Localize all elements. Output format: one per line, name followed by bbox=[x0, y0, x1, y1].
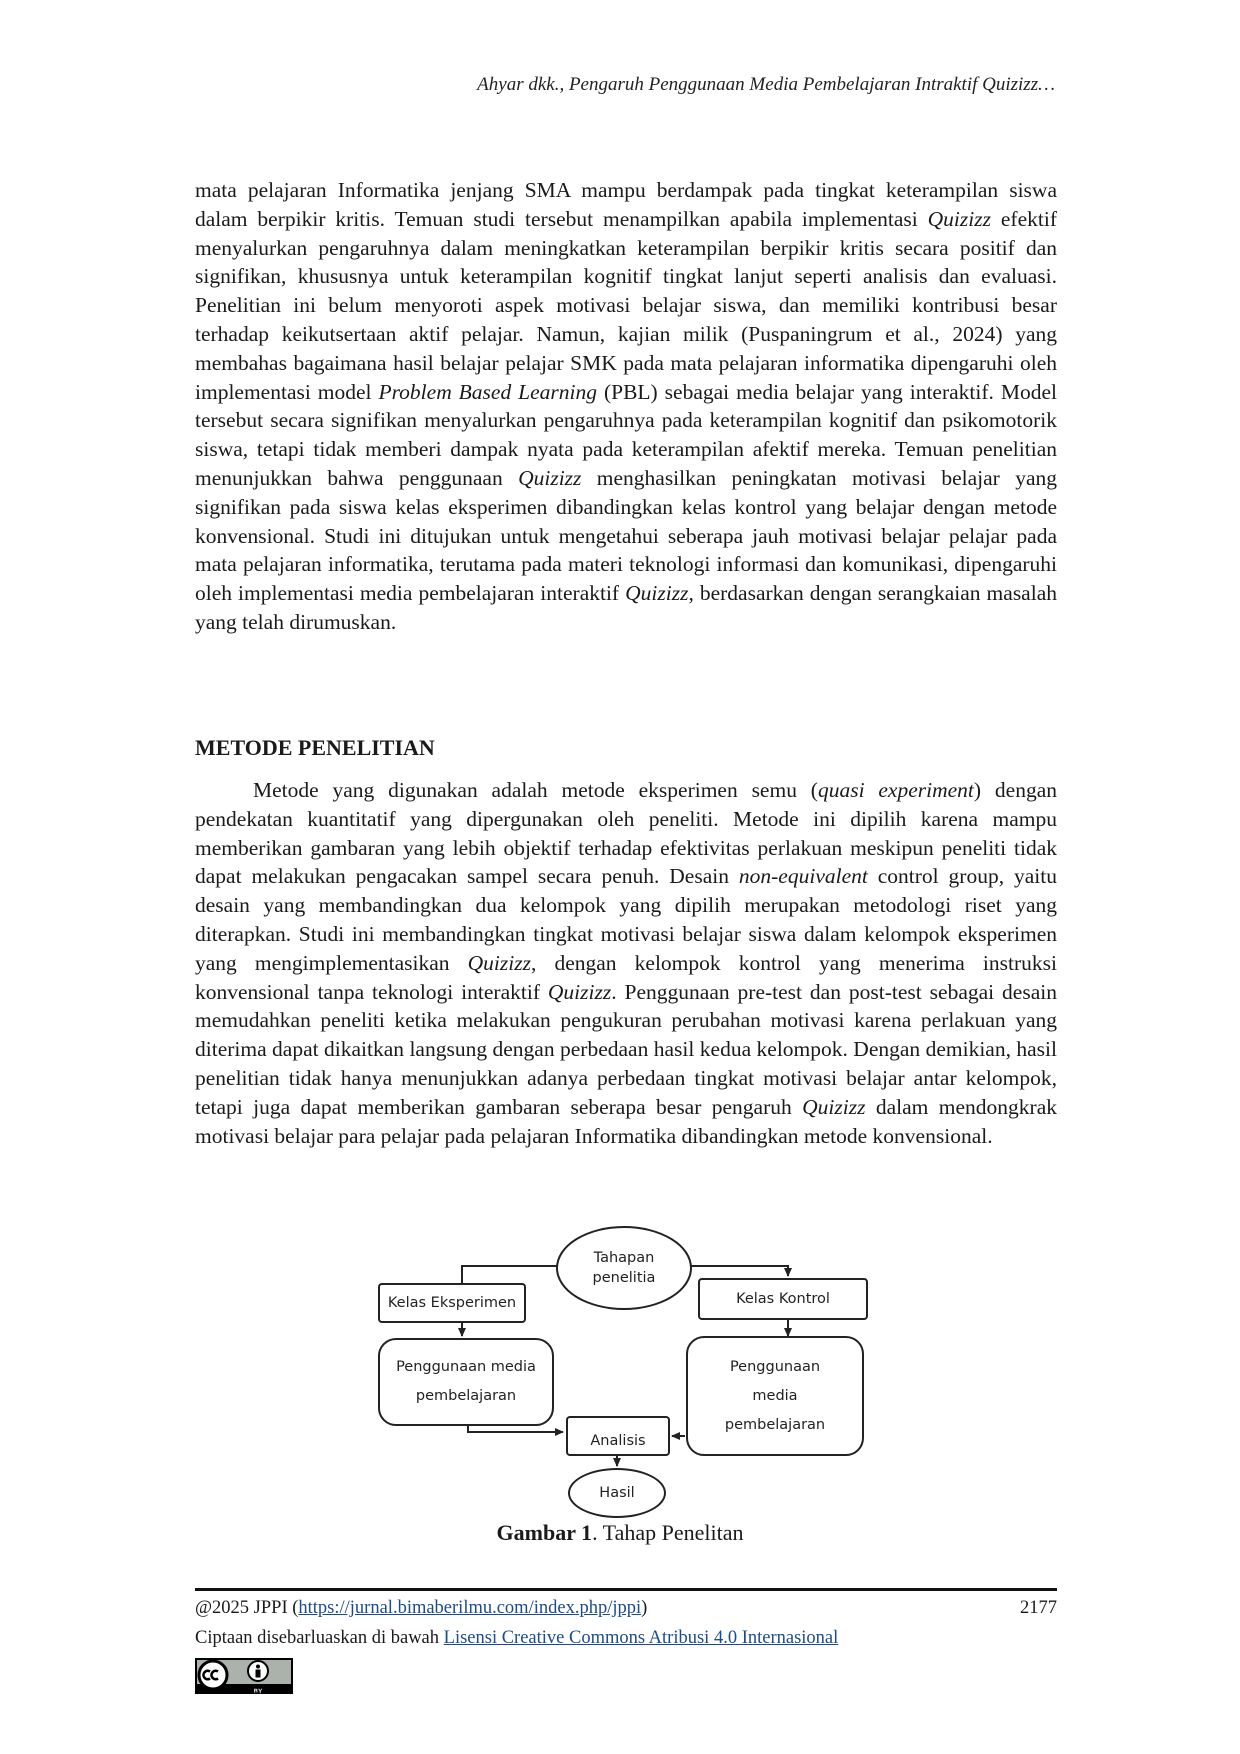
italic-term: non-equivalent bbox=[738, 864, 868, 889]
footer-license: Ciptaan disebarluaskan di bawah Lisensi … bbox=[195, 1628, 838, 1649]
italic-term: Quizizz bbox=[802, 1094, 866, 1119]
italic-term: Quizizz bbox=[518, 465, 582, 490]
copyright-prefix: @2025 JPPI ( bbox=[195, 1598, 299, 1618]
text-run: , dengan kelompok kontrol yang menerima … bbox=[195, 950, 1057, 1004]
paragraph-intro-text: mata pelajaran Informatika jenjang SMA m… bbox=[195, 176, 1057, 637]
copyright-suffix: ) bbox=[641, 1598, 648, 1618]
diagram-connectors bbox=[458, 1265, 792, 1467]
arrow-to-kelas-eksperimen bbox=[458, 1265, 558, 1292]
figure-caption: Gambar 1. Tahap Penelitan bbox=[0, 1520, 1240, 1546]
italic-term: Problem Based Learning bbox=[378, 379, 598, 404]
research-flow-diagram: Tahapan penelitia Kelas Eksperimen Kelas… bbox=[0, 1226, 1240, 1546]
footer-divider bbox=[195, 1588, 1057, 1591]
text-run: mata pelajaran Informatika jenjang SMA m… bbox=[195, 178, 1057, 231]
paragraph-method-text: Metode yang digunakan adalah metode eksp… bbox=[195, 776, 1057, 1150]
page-number: 2177 bbox=[1020, 1598, 1057, 1618]
arrow-left-to-analisis bbox=[467, 1424, 564, 1436]
text-run: control group, yaitu desain yang memband… bbox=[195, 864, 1057, 975]
italic-term: Quizizz bbox=[547, 979, 612, 1004]
cc-logo-icon bbox=[197, 1659, 229, 1691]
text-run: dalam mendongkrak motivasi belajar para … bbox=[195, 1094, 1057, 1148]
license-link[interactable]: Lisensi Creative Commons Atribusi 4.0 In… bbox=[443, 1628, 839, 1648]
footer-copyright: @2025 JPPI (https://jurnal.bimaberilmu.c… bbox=[195, 1598, 1057, 1619]
caption-text: . Tahap Penelitan bbox=[592, 1520, 744, 1545]
text-run: . Penggunaan pre-test dan post-test seba… bbox=[195, 979, 1057, 1119]
node-kelas-eksperimen: Kelas Eksperimen bbox=[378, 1283, 526, 1323]
node-analisis: Analisis bbox=[566, 1416, 670, 1456]
paragraph-intro: mata pelajaran Informatika jenjang SMA m… bbox=[195, 176, 1057, 637]
running-head: Ahyar dkk., Pengaruh Penggunaan Media Pe… bbox=[477, 74, 1055, 95]
arrow-to-kelas-kontrol bbox=[690, 1265, 792, 1277]
license-prefix: Ciptaan disebarluaskan di bawah bbox=[195, 1628, 444, 1648]
section-heading: METODE PENELITIAN bbox=[195, 735, 435, 760]
caption-label: Gambar 1 bbox=[496, 1520, 593, 1545]
paragraph-method: Metode yang digunakan adalah metode eksp… bbox=[195, 776, 1057, 1150]
text-run: ) dengan pendekatan kuantitatif yang dip… bbox=[195, 778, 1057, 889]
text-run: efektif menyalurkan pengaruhnya dalam me… bbox=[195, 206, 1057, 404]
journal-url-link[interactable]: https://jurnal.bimaberilmu.com/index.php… bbox=[298, 1598, 642, 1618]
italic-term: Quizizz bbox=[927, 206, 991, 231]
node-tahapan-penelitian: Tahapan penelitia bbox=[556, 1226, 692, 1310]
italic-term: quasi experiment bbox=[817, 778, 974, 802]
by-attribution-icon bbox=[247, 1660, 269, 1694]
text-run: menghasilkan peningkatan motivasi belaja… bbox=[195, 465, 1057, 606]
italic-term: Quizizz bbox=[625, 581, 689, 606]
text-run: (PBL) sebagai media belajar yang interak… bbox=[195, 379, 1057, 490]
node-media-left: Penggunaan media pembelajaran bbox=[378, 1338, 554, 1426]
node-kelas-kontrol: Kelas Kontrol bbox=[698, 1278, 868, 1320]
node-hasil: Hasil bbox=[568, 1468, 666, 1518]
text-run: Metode yang digunakan adalah metode eksp… bbox=[253, 778, 818, 802]
node-media-right: Penggunaan media pembelajaran bbox=[686, 1336, 864, 1456]
cc-by-badge[interactable] bbox=[195, 1658, 293, 1694]
text-run: , berdasarkan dengan serangkaian masalah… bbox=[195, 581, 1057, 634]
italic-term: Quizizz bbox=[467, 950, 531, 975]
